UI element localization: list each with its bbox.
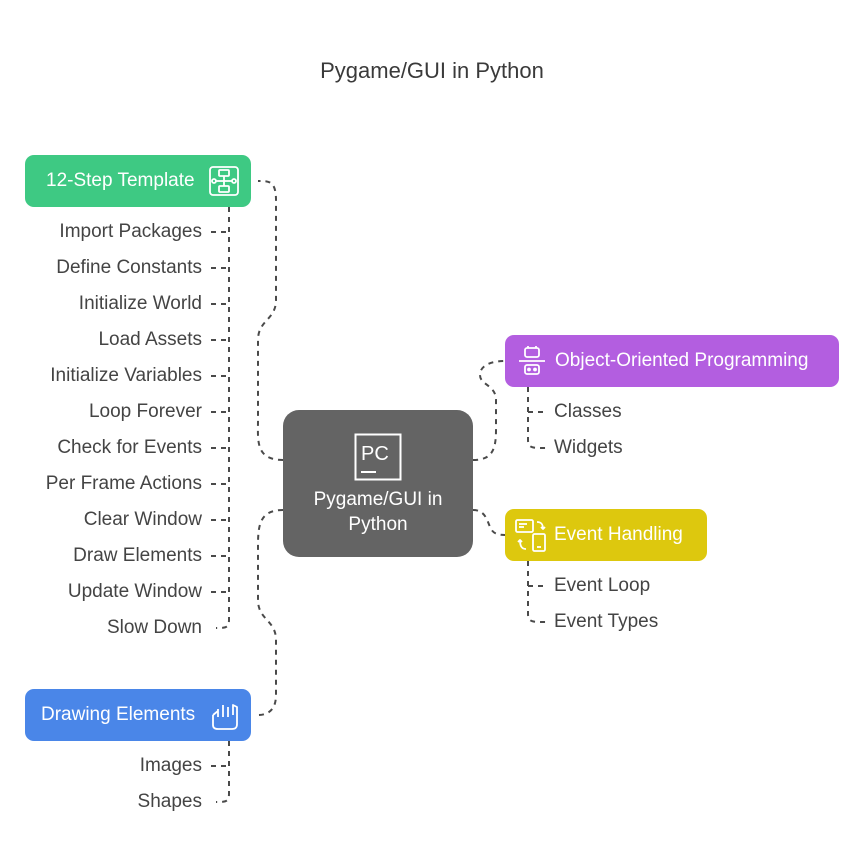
robot-objects-icon — [519, 346, 545, 375]
template-trunk — [215, 207, 230, 629]
central-topic-node: PC Pygame/GUI in Python — [283, 410, 473, 557]
list-item: Widgets — [554, 437, 623, 458]
list-item: Draw Elements — [73, 545, 202, 566]
list-item: Slow Down — [106, 617, 202, 638]
device-sync-icon — [515, 519, 546, 552]
events-trunk — [527, 561, 547, 623]
list-item: Event Types — [554, 611, 659, 632]
branch-drawing-box: Drawing Elements — [25, 689, 251, 741]
list-item: Initialize World — [78, 293, 202, 314]
list-item: Per Frame Actions — [45, 473, 202, 494]
list-item: Update Window — [67, 581, 202, 602]
list-item: Initialize Variables — [50, 365, 202, 386]
central-topic-label: Pygame/GUI in Python — [283, 487, 473, 537]
list-item: Import Packages — [59, 221, 202, 242]
branch-drawing-label: Drawing Elements — [41, 704, 196, 725]
list-item: Loop Forever — [88, 401, 202, 422]
svg-text:PC: PC — [361, 443, 389, 465]
branch-oop-label: Object-Oriented Programming — [555, 350, 809, 371]
list-item: Define Constants — [56, 257, 202, 278]
diagram-title: Pygame/GUI in Python — [320, 58, 544, 83]
connector-drawing — [257, 509, 284, 716]
list-item: Clear Window — [83, 509, 202, 530]
pycharm-pc-icon: PC — [354, 433, 402, 481]
list-item: Load Assets — [98, 329, 202, 350]
list-item: Check for Events — [57, 437, 202, 458]
branch-template-label: 12-Step Template — [46, 170, 195, 191]
central-topic-line2: Python — [348, 514, 408, 535]
branch-template-box: 12-Step Template — [25, 155, 251, 207]
drawing-trunk — [215, 741, 230, 803]
list-item: Event Loop — [554, 575, 651, 596]
list-item: Images — [139, 755, 202, 776]
list-item: Shapes — [137, 791, 202, 812]
flowchart-icon — [209, 166, 239, 196]
connector-template — [256, 179, 284, 461]
oop-trunk — [527, 387, 547, 449]
connector-events — [472, 509, 506, 536]
list-item: Classes — [554, 401, 622, 422]
branch-events-box: Event Handling — [505, 509, 707, 561]
central-topic-line1: Pygame/GUI in — [313, 489, 443, 510]
connector-oop — [472, 360, 506, 461]
paint-hand-icon — [212, 704, 238, 730]
branch-events-label: Event Handling — [554, 524, 683, 545]
branch-oop-box: Object-Oriented Programming — [505, 335, 839, 387]
